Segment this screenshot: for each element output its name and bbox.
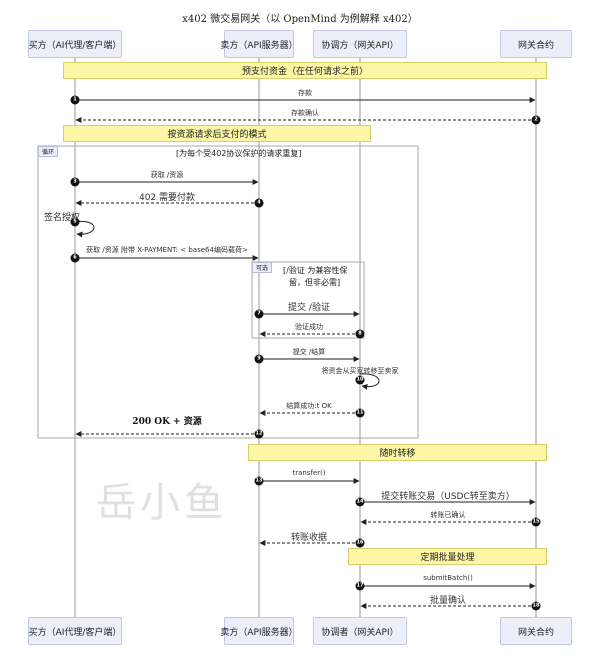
msg-label-1: 存款 xyxy=(298,89,312,97)
sequence-number-circle xyxy=(254,476,264,486)
sequence-number-circle xyxy=(254,198,264,208)
sequence-number-circle xyxy=(70,253,80,263)
sequence-number: 10 xyxy=(356,376,364,383)
sequence-number-circle xyxy=(355,329,365,339)
sequence-number: 13 xyxy=(255,477,263,484)
actor-seller-top: 卖方（API服务器） xyxy=(220,30,298,58)
msg-label-5: 签名授权 xyxy=(43,213,81,223)
sequence-number-circle xyxy=(70,177,80,187)
sequence-number-circle xyxy=(355,581,365,591)
msg-label-3: 获取 /资源 xyxy=(150,171,184,179)
msg-label-17: submitBatch() xyxy=(423,574,473,582)
watermark-text: 岳小鱼 xyxy=(96,480,228,526)
sequence-number: 5 xyxy=(73,218,77,225)
msg-label-16: 转账收据 xyxy=(290,533,328,543)
sequence-number-circles xyxy=(70,95,541,611)
sequence-number-circle xyxy=(355,375,365,385)
sequence-number-circle xyxy=(70,95,80,105)
loop-condition: [为每个受402协议保护的请求重复] xyxy=(176,149,302,158)
note-batch: 定期批量处理 xyxy=(348,548,547,565)
msg-label-8: 验证成功 xyxy=(295,323,323,331)
sequence-number-circle xyxy=(355,408,365,418)
sequence-number-circle xyxy=(531,115,541,125)
sequence-number: 15 xyxy=(532,518,540,525)
loop-frame xyxy=(37,145,419,439)
actor-buyer-top: 买方（AI代理/客户端） xyxy=(28,30,122,58)
sequence-number: 9 xyxy=(257,355,261,362)
msg-label-7: 提交 /验证 xyxy=(288,303,330,313)
sequence-number: 3 xyxy=(73,178,77,185)
arrow-5-sign-self xyxy=(74,220,95,238)
opt-frame xyxy=(251,261,365,339)
sequence-number: 6 xyxy=(73,254,77,261)
sequence-number: 17 xyxy=(356,582,364,589)
arrow-10-move-funds-self xyxy=(359,373,380,390)
msg-label-14: 提交转账交易（USDC转至卖方） xyxy=(381,492,515,502)
msg-label-12: 200 OK + 资源 xyxy=(132,417,202,427)
actor-contract-top: 网关合约 xyxy=(500,30,572,58)
msg-label-4: 402 需要付款 xyxy=(138,193,196,203)
sequence-number-circle xyxy=(70,217,80,227)
note-prefund: 预支付资金（在任何请求之前） xyxy=(63,62,547,79)
sequence-number: 18 xyxy=(532,602,540,609)
msg-label-13: transfer() xyxy=(292,469,326,477)
sequence-number-circle xyxy=(254,429,264,439)
sequence-number: 16 xyxy=(356,539,364,546)
sequence-number-circle xyxy=(531,601,541,611)
msg-label-6: 获取 /资源 附带 X-PAYMENT: < base64编码载荷> xyxy=(86,246,248,254)
opt-condition-line-2: 留，但非必需] xyxy=(289,278,341,287)
sequence-number-circle xyxy=(254,309,264,319)
sequence-number-circle xyxy=(355,538,365,548)
msg-label-9: 提交 /结算 xyxy=(292,348,326,356)
sequence-number: 8 xyxy=(358,330,362,337)
actor-coordinator-bottom: 协调者（网关API） xyxy=(313,617,407,645)
diagram-title: x402 微交易网关（以 OpenMind 为例解释 x402） xyxy=(182,14,418,25)
sequence-number-circle xyxy=(355,497,365,507)
sequence-number: 1 xyxy=(73,96,77,103)
actor-coordinator-top: 协调方（网关API） xyxy=(313,30,407,58)
loop-tag: 循环 xyxy=(38,146,59,157)
actor-seller-bottom: 卖方（API服务器） xyxy=(220,617,298,645)
msg-label-11: 结算成功:t OK xyxy=(286,402,332,410)
note-pay-per-request: 按资源请求后支付的模式 xyxy=(63,125,371,142)
note-instant-transfer: 随时转移 xyxy=(248,444,547,461)
opt-tag: 可选 xyxy=(252,262,273,273)
sequence-number-circle xyxy=(531,517,541,527)
sequence-number-circle xyxy=(254,354,264,364)
msg-label-18: 批量确认 xyxy=(429,596,467,606)
sequence-number: 12 xyxy=(255,430,263,437)
msg-label-2: 存款确认 xyxy=(291,109,319,117)
msg-label-15: 转账已确认 xyxy=(430,511,466,519)
actor-buyer-bottom: 买方（AI代理/客户端） xyxy=(28,617,122,645)
sequence-number: 2 xyxy=(534,116,538,123)
actor-contract-bottom: 网关合约 xyxy=(500,617,572,645)
sequence-number: 4 xyxy=(257,199,261,206)
sequence-number: 11 xyxy=(356,409,364,416)
sequence-number: 14 xyxy=(356,498,364,505)
msg-label-10: 将资金从买家转移至卖家 xyxy=(321,367,399,375)
sequence-number: 7 xyxy=(257,310,261,317)
opt-condition-line-1: [/验证 为兼容性保 xyxy=(283,266,348,275)
